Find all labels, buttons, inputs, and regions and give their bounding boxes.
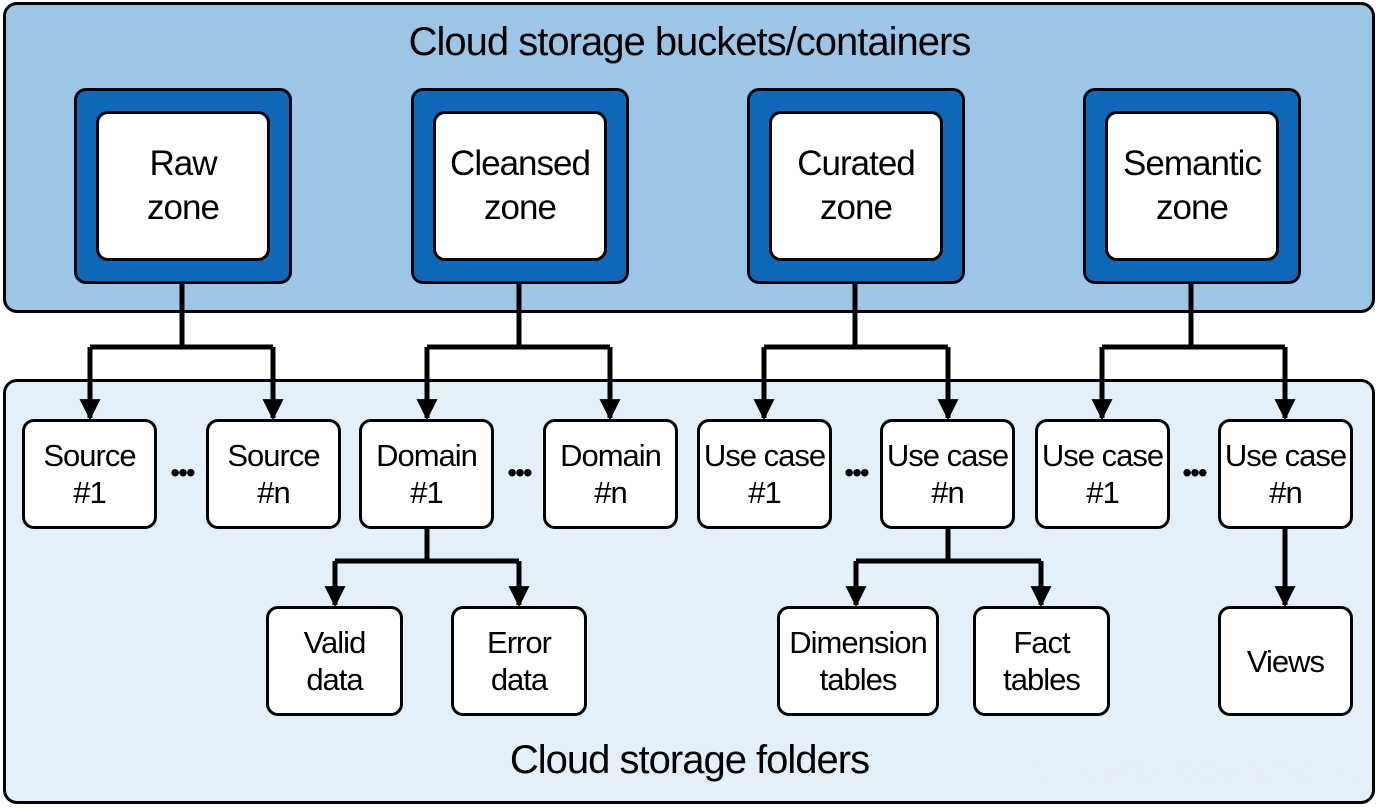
cleansed-zone-bucket: Cleansed zone [411,88,629,284]
semantic-zone-bucket: Semantic zone [1083,88,1301,284]
domain-1-folder: Domain#1 [359,419,494,529]
folder-label-line1: Domain [376,438,478,473]
curated-use-case-1-folder: Use case#1 [697,419,832,529]
semantic-use-case-1-folder: Use case#1 [1035,419,1170,529]
folder-label-line1: Domain [560,438,662,473]
folder-label-line2: #n [931,475,964,510]
zone-label-line2: zone [484,188,557,227]
subfolder-label-line1: Fact [1013,625,1070,660]
zone-label-line2: zone [820,188,893,227]
cleansed-zone: Cleansed zone [433,111,607,261]
raw-zone: Raw zone [96,111,270,261]
folder-label-line1: Use case [1041,438,1164,473]
folder-label-line2: #n [257,475,290,510]
semantic-use-case-n-folder: Use case#n [1218,419,1353,529]
semantic-zone: Semantic zone [1105,111,1279,261]
curated-use-case-n-folder: Use case#n [880,419,1015,529]
folder-label-line1: Use case [886,438,1009,473]
watermark: 掘金技术社区 @ 数据智能老司机 [1035,762,1357,787]
zone-label-line2: zone [147,188,220,227]
raw-zone-bucket: Raw zone [74,88,292,284]
folder-label-line2: #1 [73,475,106,510]
views-folder: Views [1218,606,1353,716]
ellipsis: ••• [1182,457,1207,488]
folders-title: Cloud storage folders [509,738,870,782]
folder-label-line2: #1 [410,475,443,510]
folder-label-line2: #n [594,475,627,510]
zone-label-line1: Curated [797,144,916,183]
subfolder-label-line1: Valid [303,625,367,660]
subfolder-label-line2: tables [819,662,898,697]
zone-label-line2: zone [1156,188,1229,227]
zone-label-line1: Semantic [1123,144,1262,183]
subfolder-label-line1: Dimension [789,625,927,660]
folder-label-line2: #1 [1086,475,1119,510]
subfolder-label-line1: Views [1246,643,1325,679]
subfolder-label-line2: tables [1003,662,1081,697]
subfolder-label-line1: Error [487,625,552,660]
folder-label-line1: Source [227,438,320,473]
subfolder-label-line2: data [306,662,363,697]
ellipsis: ••• [507,457,532,488]
ellipsis: ••• [844,457,869,488]
buckets-title: Cloud storage buckets/containers [408,20,972,64]
ellipsis: ••• [170,457,195,488]
folder-label-line1: Use case [703,438,826,473]
source-1-folder: Source#1 [22,419,157,529]
curated-zone: Curated zone [769,111,943,261]
source-n-folder: Source#n [206,419,341,529]
folder-label-line2: #n [1269,475,1302,510]
zone-label-line1: Cleansed [450,144,591,183]
curated-zone-bucket: Curated zone [747,88,965,284]
subfolder-label-line2: data [490,662,548,697]
zone-label-line1: Raw [149,144,217,183]
folder-label-line1: Source [43,438,136,473]
folder-label-line1: Use case [1224,438,1347,473]
domain-n-folder: Domain#n [543,419,678,529]
folder-label-line2: #1 [748,475,781,510]
